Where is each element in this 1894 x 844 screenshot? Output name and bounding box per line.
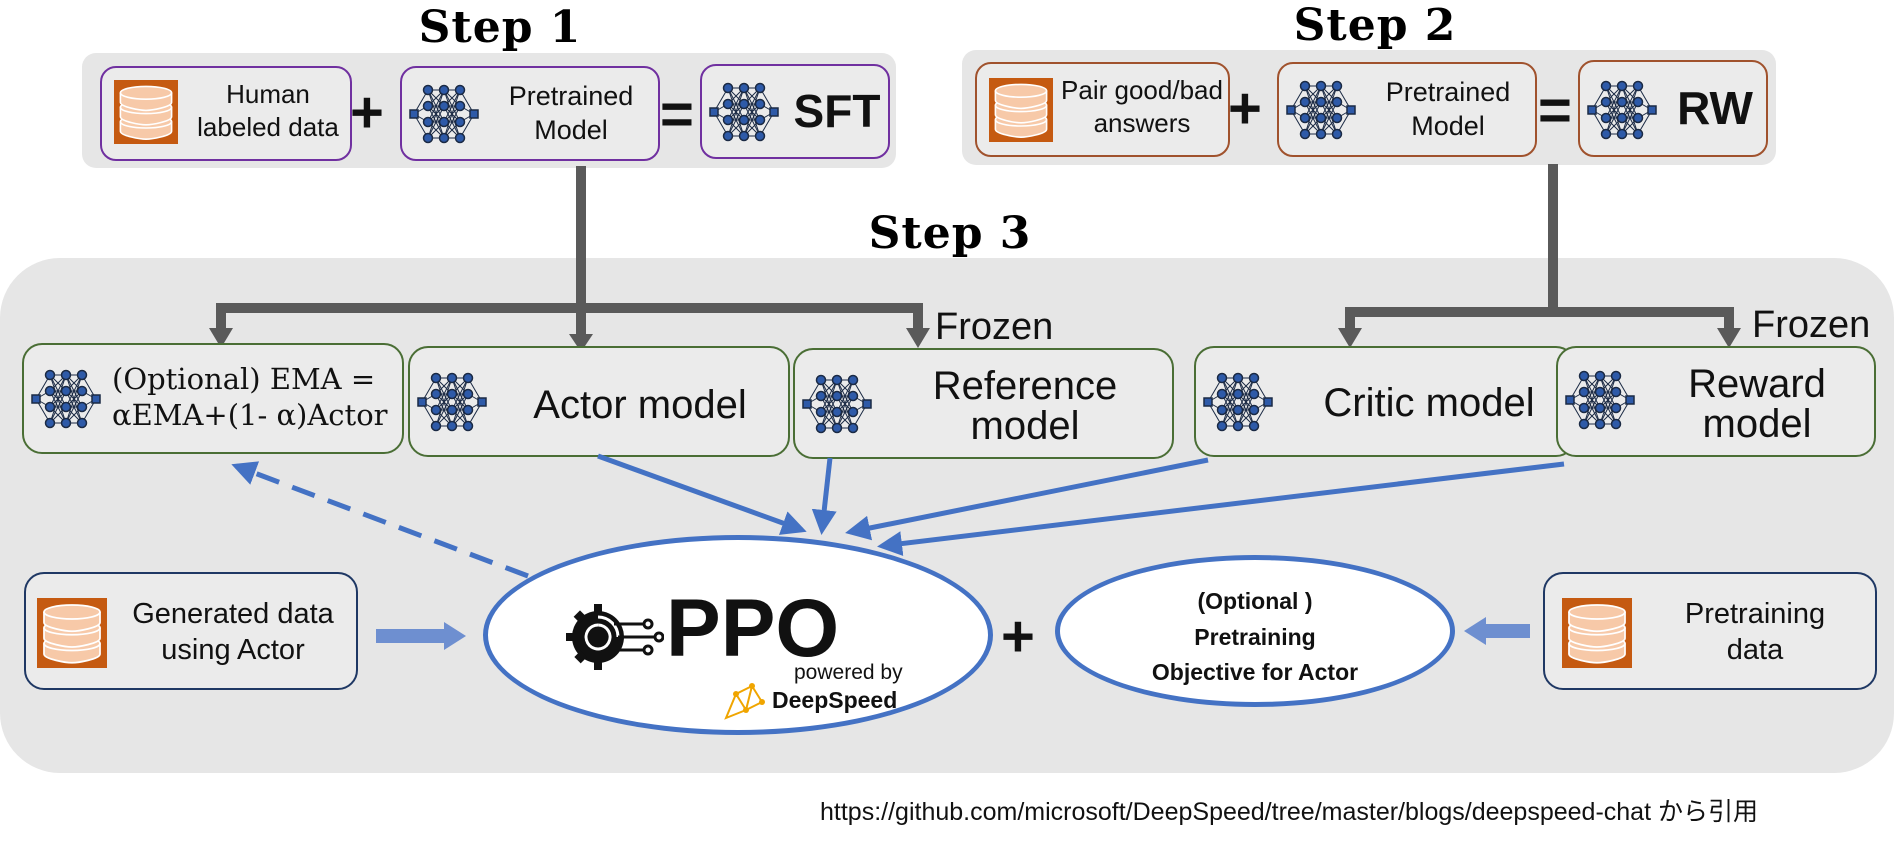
ppo-ellipse: PPO powered by DeepSpeed	[483, 535, 993, 735]
ppo-label: PPO	[666, 583, 840, 674]
gear-circuit-icon	[566, 604, 664, 670]
step2-plus: +	[1228, 76, 1262, 141]
step3-title: Step 3	[868, 208, 1032, 259]
step1-equals: =	[660, 82, 694, 147]
frozen-label-left: Frozen	[935, 306, 1054, 348]
ppo-plus: +	[1001, 604, 1035, 669]
source-caption: https://github.com/microsoft/DeepSpeed/t…	[820, 798, 1758, 826]
sft-label: SFT	[793, 85, 881, 137]
sft-box: SFT	[700, 64, 890, 159]
ema-label: (Optional) EMA =αEMA+(1- α)Actor	[112, 362, 388, 433]
ema-box: (Optional) EMA =αEMA+(1- α)Actor	[22, 343, 404, 454]
frozen-label-right: Frozen	[1752, 304, 1871, 346]
database-icon	[32, 598, 112, 668]
actor-box: Actor model	[408, 346, 790, 457]
step1-plus: +	[350, 80, 384, 145]
database-icon	[1557, 598, 1637, 668]
deepspeed-logo	[724, 683, 765, 720]
critic-label: Critic model	[1323, 381, 1535, 425]
step2-equals: =	[1538, 78, 1572, 143]
rw-box: RW	[1578, 60, 1768, 157]
step1-title: Step 1	[418, 2, 582, 53]
deepspeed-label: DeepSpeed	[772, 687, 898, 713]
step2-title: Step 2	[1293, 0, 1457, 51]
powered-by-label: powered by	[794, 661, 903, 684]
actor-label: Actor model	[533, 383, 747, 427]
rw-label: RW	[1677, 82, 1753, 134]
